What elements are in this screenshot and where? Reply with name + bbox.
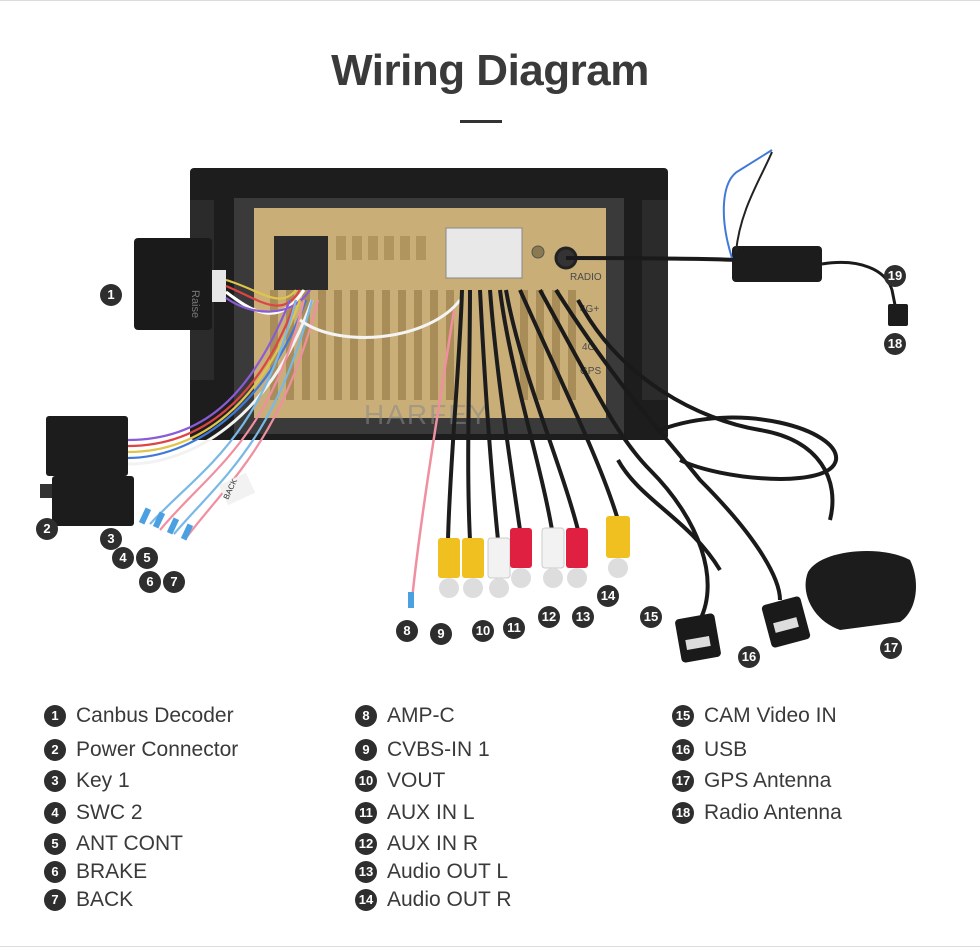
wiring-illustration: RADIO 4G+ 4G GPS HARFEY Raise BACK [40,149,916,663]
gps-cable [576,299,835,521]
marker-6: 6 [139,571,161,593]
label-radio: RADIO [570,272,602,283]
marker-16: 16 [738,646,760,668]
radio-antenna-black-wire [735,151,773,253]
label-gps: GPS [580,366,601,377]
gps-antenna-puck [805,550,916,630]
marker-13: 13 [572,606,594,628]
power-connector-upper [46,416,128,476]
radio-antenna-box [732,246,822,282]
amp-c-tip [408,592,414,608]
watermark: HARFEY [364,399,490,430]
usb-plug-left-port [685,635,711,651]
rca-plugs [438,516,630,598]
power-connector-lower [52,476,134,526]
rca-cables [446,289,620,541]
harness-wires [127,278,462,539]
marker-5: 5 [136,547,158,569]
back-label-tag [218,472,256,506]
marker-15: 15 [640,606,662,628]
marker-19: 19 [884,265,906,287]
title-underline [460,120,502,123]
marker-7: 7 [163,571,185,593]
radio-antenna-lead [821,260,898,311]
marker-9: 9 [430,623,452,645]
canbus-decoder-box [134,238,212,330]
decoder-plug [212,270,226,302]
amp-c-wire [410,309,456,601]
radio-antenna-plug [888,304,908,326]
marker-17: 17 [880,637,902,659]
bottom-divider [0,946,980,947]
usb-plug-right-port [773,617,799,633]
gps-socket [531,245,545,259]
wire-tips [138,507,194,541]
radio-antenna-blue-wire [722,149,773,259]
marker-3: 3 [100,528,122,550]
marker-10: 10 [472,620,494,642]
gps-cable-coil [659,415,839,481]
power-connector-clip [40,484,52,498]
marker-14: 14 [597,585,619,607]
marker-1: 1 [100,284,122,306]
label-4g-plus: 4G+ [580,304,599,315]
label-4g: 4G [582,342,596,353]
radio-antenna-cable [565,256,741,262]
marker-2: 2 [36,518,58,540]
upper-vents [336,236,426,260]
marker-18: 18 [884,333,906,355]
marker-8: 8 [396,620,418,642]
marker-12: 12 [538,606,560,628]
page-title: Wiring Diagram [331,46,649,95]
usb-cables [538,288,782,621]
av-socket [445,227,523,279]
marker-4: 4 [112,547,134,569]
marker-11: 11 [503,617,525,639]
decoder-brand: Raise [189,290,201,318]
main-harness-socket [274,236,328,290]
head-unit-side-right [642,200,668,400]
top-divider [0,0,980,1]
